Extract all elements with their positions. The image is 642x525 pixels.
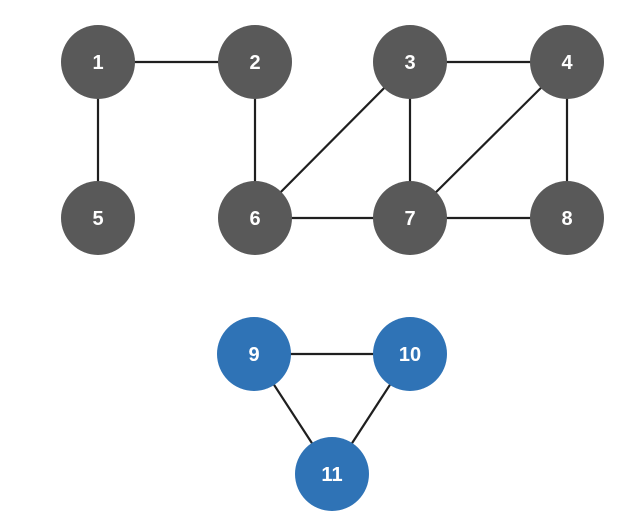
node-8: 8 [530,181,604,255]
node-label-7: 7 [404,208,415,230]
node-circle-7 [373,181,447,255]
node-label-6: 6 [249,208,260,230]
node-11: 11 [295,437,369,511]
node-label-3: 3 [404,52,415,74]
node-circle-3 [373,25,447,99]
node-circle-2 [218,25,292,99]
node-9: 9 [217,317,291,391]
node-circle-4 [530,25,604,99]
node-label-10: 10 [399,344,421,366]
node-circle-5 [61,181,135,255]
node-3: 3 [373,25,447,99]
node-circle-8 [530,181,604,255]
node-4: 4 [530,25,604,99]
node-6: 6 [218,181,292,255]
node-label-4: 4 [561,52,573,74]
node-label-11: 11 [321,464,342,486]
edges-layer [96,60,569,476]
node-7: 7 [373,181,447,255]
node-circle-10 [373,317,447,391]
node-label-5: 5 [92,208,103,230]
node-label-8: 8 [561,208,572,230]
node-10: 10 [373,317,447,391]
node-2: 2 [218,25,292,99]
node-circle-9 [217,317,291,391]
node-label-2: 2 [249,52,260,74]
node-circle-11 [295,437,369,511]
node-label-1: 1 [92,52,103,74]
node-circle-1 [61,25,135,99]
node-1: 1 [61,25,135,99]
node-circle-6 [218,181,292,255]
nodes-layer: 1 2 3 4 5 6 7 8 9 10 11 [61,25,604,511]
node-label-9: 9 [248,344,259,366]
node-5: 5 [61,181,135,255]
